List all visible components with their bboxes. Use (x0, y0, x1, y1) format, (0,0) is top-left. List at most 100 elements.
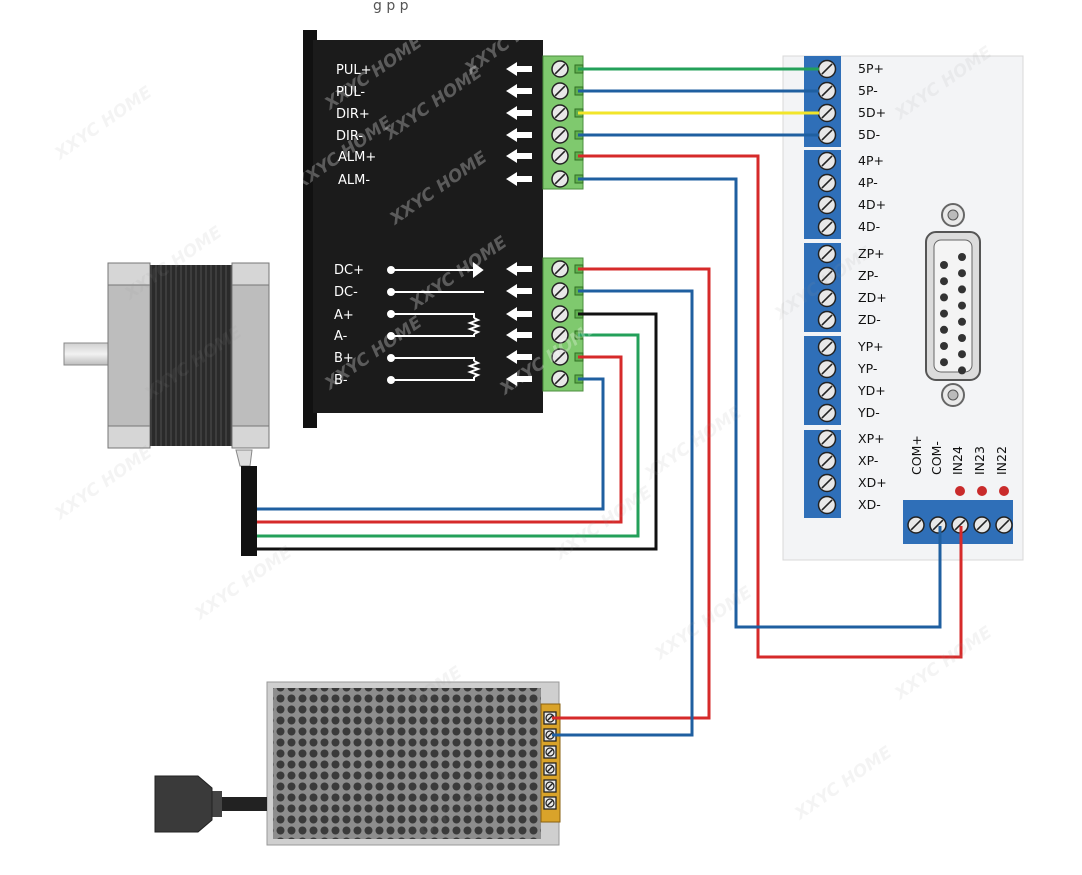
controller-label-17: XP- (858, 453, 878, 468)
controller-label-8: ZP+ (858, 246, 885, 261)
input-label-1: COM- (929, 441, 944, 475)
b-coil-bottom (391, 377, 475, 381)
db15-pin (940, 309, 948, 318)
db15-pin (958, 317, 966, 326)
wire-b-minus (257, 377, 605, 511)
wires (257, 67, 963, 737)
db15-pin (940, 261, 948, 269)
psu-screw-2 (543, 745, 557, 759)
controller-label-7: 4D- (858, 219, 880, 234)
psu-screw-5 (543, 796, 557, 810)
db15-pin (958, 350, 966, 359)
db15-connector (925, 203, 981, 407)
controller-screw-5p-minusplus (817, 59, 837, 79)
controller-screw-zd-minusplus (817, 288, 837, 308)
driver-power-arrow-0 (506, 262, 532, 276)
controller-screw-xp-minusplus (817, 429, 837, 449)
driver-screw-2 (551, 104, 569, 122)
driver-arrows (506, 62, 532, 386)
controller-terminal-screws (817, 59, 837, 515)
driver-signal-arrow-3 (506, 128, 532, 142)
db15-pin (940, 342, 948, 350)
controller-screw-xd-minusplus (817, 473, 837, 493)
driver-power-arrow-2 (506, 307, 532, 321)
controller-label-4: 4P+ (858, 153, 884, 168)
driver-signal-arrow-0 (506, 62, 532, 76)
wire-a-minus (257, 333, 640, 538)
controller-screw-yd-minusplus (817, 381, 837, 401)
driver-signal-label-2: DIR+ (336, 107, 370, 122)
watermark-text: XXYC HOME (891, 622, 997, 704)
driver-power-arrow-3 (506, 328, 532, 342)
led-in23 (977, 486, 987, 496)
controller-label-10: ZD+ (858, 290, 887, 305)
driver-power-label-2: A+ (334, 308, 354, 323)
motor-cable (241, 466, 257, 556)
controller-label-19: XD- (858, 497, 881, 512)
driver-power-label-3: A- (334, 329, 348, 344)
psu-vent-grille (273, 688, 541, 839)
input-label-0: COM+ (909, 435, 924, 475)
controller-label-14: YD+ (857, 383, 886, 398)
driver-screw-8 (551, 305, 569, 323)
input-terminal-screws (907, 516, 1013, 534)
driver-screw-7 (551, 282, 569, 300)
controller-screw-4p-minus (817, 173, 837, 193)
psu-ac-plug-collar (210, 791, 222, 817)
dc-plus-arrowhead (473, 262, 484, 278)
controller-label-18: XD+ (858, 475, 887, 490)
driver-signal-arrow-5 (506, 172, 532, 186)
controller-label-9: ZP- (858, 268, 878, 283)
psu-screw-3 (543, 762, 557, 776)
input-label-4: IN22 (994, 446, 1009, 475)
db15-pin (958, 366, 966, 375)
controller-label-11: ZD- (858, 312, 881, 327)
psu-ac-cable (217, 797, 267, 811)
controller-label-0: 5P+ (858, 61, 884, 76)
wire-dc-minus (552, 289, 694, 737)
psu-terminal-screws (543, 711, 557, 810)
controller-screw-5d-minusplus (817, 103, 837, 123)
controller-screw-4d-minusplus (817, 195, 837, 215)
wire-alm-plus (578, 154, 963, 659)
controller-label-15: YD- (857, 405, 880, 420)
stepper-motor (63, 262, 270, 556)
input-label-3: IN23 (972, 446, 987, 475)
b-coil-top (391, 357, 475, 361)
input-screw-0 (907, 516, 925, 534)
top-caption: g p p (373, 0, 409, 14)
a-coil-bottom (391, 334, 475, 337)
power-supply (154, 681, 561, 846)
driver-signal-label-5: ALM- (338, 173, 370, 188)
driver-power-label-1: DC- (334, 285, 358, 300)
controller-screw-4d-minus (817, 217, 837, 237)
controller-label-13: YP- (857, 361, 877, 376)
input-screw-2 (951, 516, 969, 534)
motor-shaft (63, 342, 113, 366)
driver-signal-label-1: PUL- (336, 85, 365, 100)
input-screw-1 (929, 516, 947, 534)
input-screw-4 (995, 516, 1013, 534)
driver-screw-0 (551, 60, 569, 78)
driver-screw-4 (551, 147, 569, 165)
db15-pin (940, 358, 948, 367)
db15-pins (940, 253, 966, 375)
controller-screw-zp-minusplus (817, 244, 837, 264)
driver-signal-arrow-2 (506, 106, 532, 120)
db15-pin (940, 325, 948, 334)
driver-power-arrow-1 (506, 284, 532, 298)
driver-terminal-screws (551, 60, 584, 388)
driver-power-label-0: DC+ (334, 263, 364, 278)
db15-pin (958, 301, 966, 310)
wire-alm-minus (578, 177, 942, 629)
db15-pin (958, 269, 966, 278)
driver-signal-arrow-4 (506, 149, 532, 163)
driver-screw-6 (551, 260, 569, 278)
watermark-text: XXYC HOME (51, 82, 157, 164)
driver-power-label-5: B- (334, 373, 348, 388)
driver-power-symbols (387, 262, 484, 384)
motor-cable-gland (235, 449, 253, 467)
